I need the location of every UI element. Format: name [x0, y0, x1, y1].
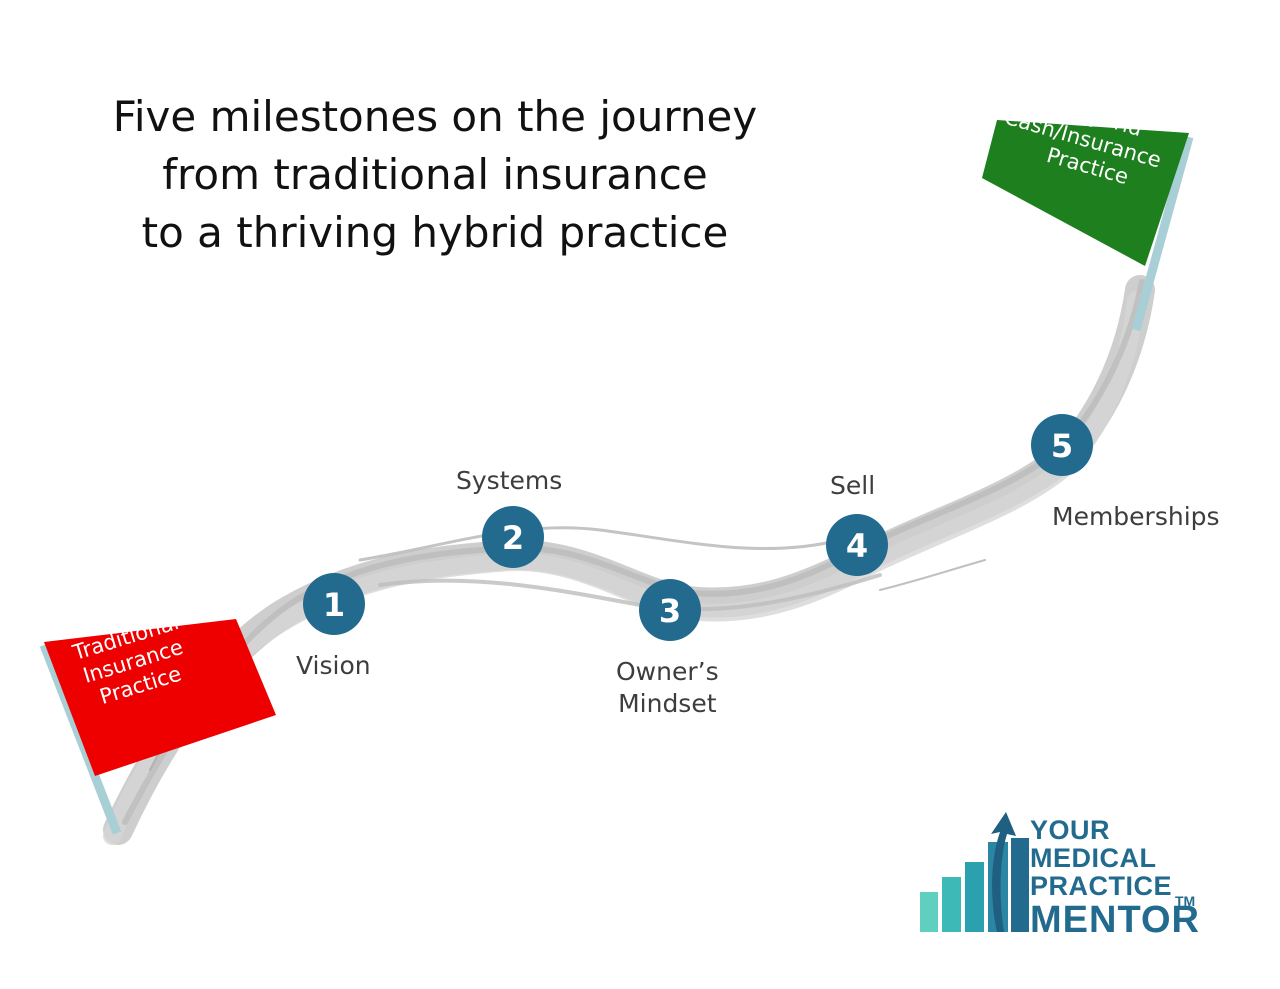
logo-bar-3 — [965, 862, 984, 932]
logo-bar-2 — [942, 877, 961, 932]
start-flag-banner — [44, 619, 276, 776]
milestone-5-label: Memberships — [1052, 502, 1220, 531]
page-title: Five milestones on the journey from trad… — [60, 88, 810, 262]
milestone-circle — [639, 579, 701, 641]
end-flag — [982, 120, 1194, 332]
logo-bars-icon — [920, 812, 1029, 932]
logo-line-1: YOUR — [1030, 815, 1111, 845]
end-flagpole — [1131, 135, 1194, 332]
milestone-2: 2 — [482, 506, 544, 568]
logo-wordmark: YOUR MEDICAL PRACTICE MENTOR — [1030, 816, 1200, 940]
milestone-circle — [1031, 414, 1093, 476]
logo-trademark: TM — [1175, 893, 1196, 909]
milestone-1-label: Vision — [296, 651, 371, 680]
milestone-4-label: Sell — [830, 471, 876, 500]
milestone-circle — [482, 506, 544, 568]
start-flagpole — [39, 643, 122, 835]
logo-line-4: MENTOR — [1030, 899, 1200, 941]
milestone-4: 4 — [826, 514, 888, 576]
milestone-number: 4 — [846, 527, 868, 565]
milestone-number: 3 — [659, 592, 681, 630]
milestone-3-label: Owner’s Mindset — [616, 656, 719, 720]
title-line-1: Five milestones on the journey — [112, 92, 758, 141]
milestone-1: 1 — [303, 573, 365, 635]
title-line-2: from traditional insurance — [162, 150, 708, 199]
milestone-3: 3 — [639, 579, 701, 641]
logo-bar-1 — [920, 892, 938, 932]
logo-bar-5 — [1011, 838, 1029, 932]
journey-path — [103, 275, 1155, 845]
logo-line-2: MEDICAL — [1030, 843, 1157, 873]
end-flag-banner — [982, 120, 1189, 266]
milestone-number: 1 — [323, 586, 345, 624]
title-line-3: to a thriving hybrid practice — [141, 208, 729, 257]
logo-line-3: PRACTICE — [1030, 871, 1173, 901]
milestone-circle — [303, 573, 365, 635]
milestone-2-label: Systems — [456, 466, 563, 495]
milestone-3-label-line-1: Owner’s — [616, 657, 719, 686]
milestone-circle — [826, 514, 888, 576]
milestone-5: 5 — [1031, 414, 1093, 476]
milestone-number: 5 — [1051, 427, 1073, 465]
logo-arrow-icon — [991, 812, 1016, 932]
start-flag — [39, 619, 276, 835]
milestone-3-label-line-2: Mindset — [618, 689, 717, 718]
milestone-number: 2 — [502, 519, 524, 557]
